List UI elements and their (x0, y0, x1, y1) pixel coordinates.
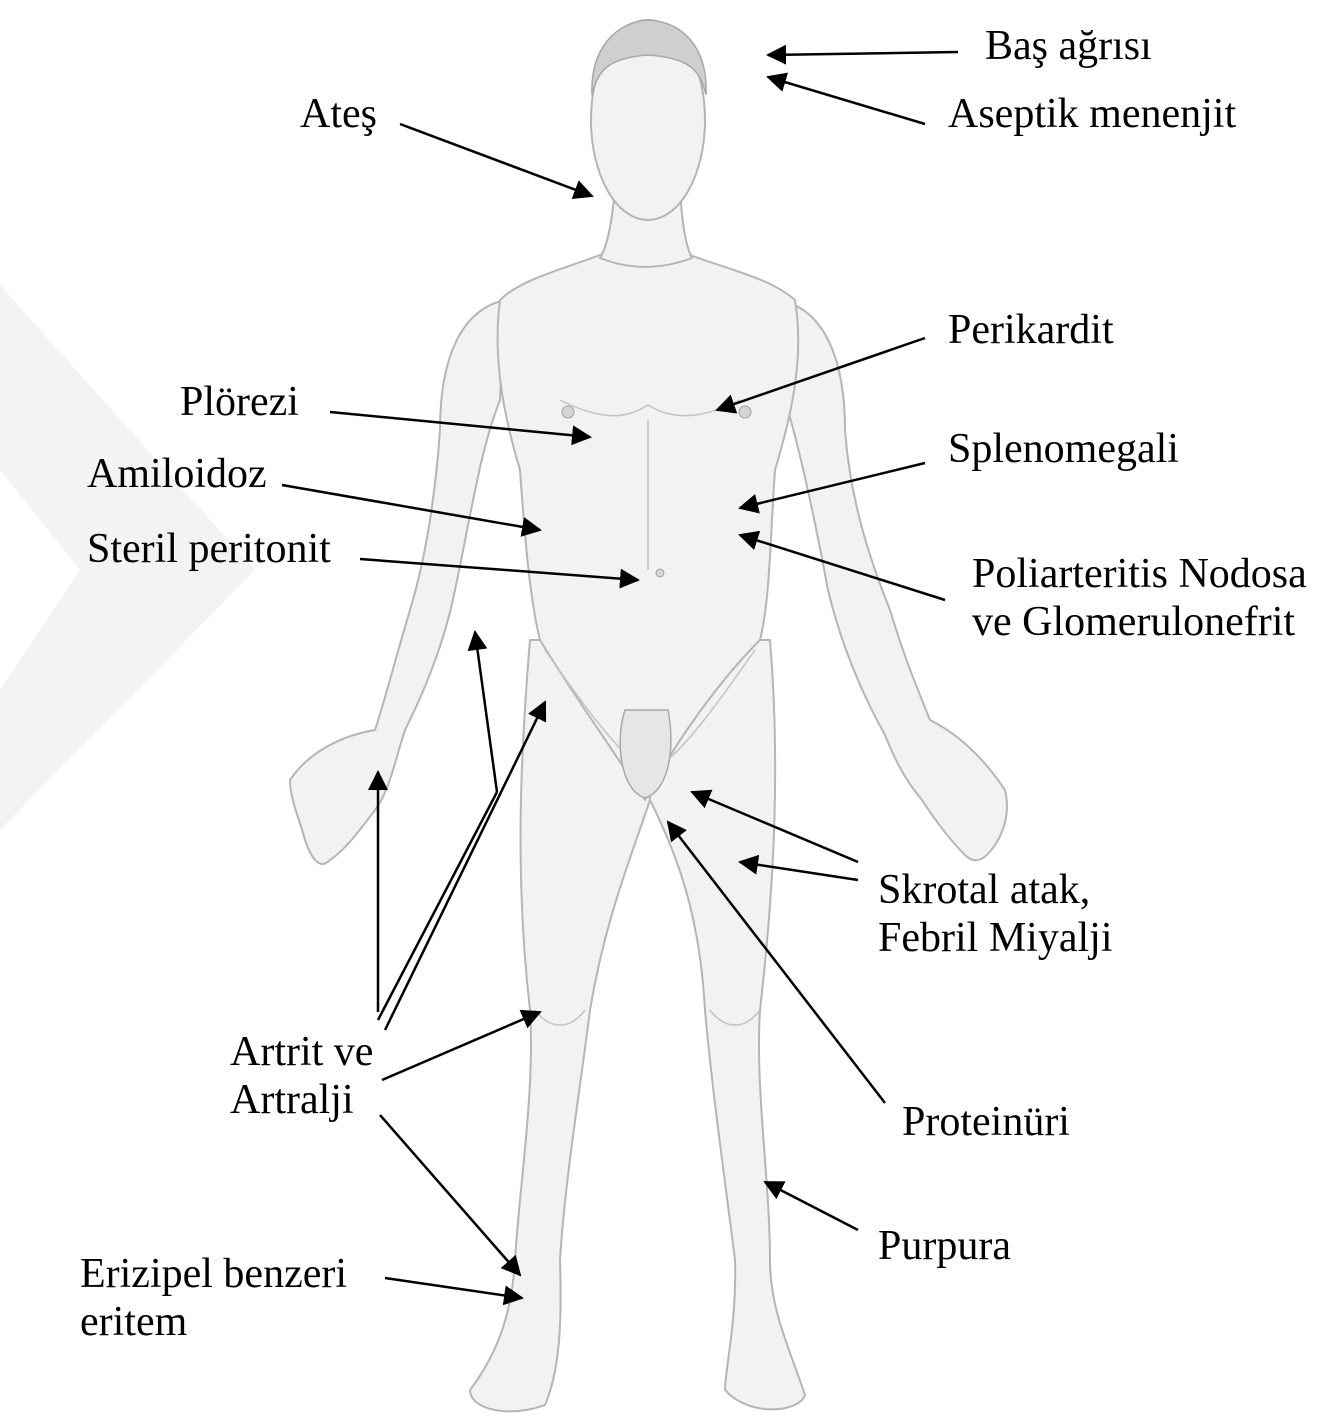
label-amiloidoz: Amiloidoz (87, 450, 267, 498)
label-poliarteritis: Poliarteritis Nodosa ve Glomerulonefrit (972, 550, 1307, 646)
label-artrit-line1: Artrit ve (230, 1028, 373, 1076)
arrow-artrit-knee (382, 1012, 540, 1080)
arrow-ates (400, 124, 592, 196)
label-ates: Ateş (300, 90, 377, 138)
label-skrotal: Skrotal atak, Febril Miyalji (878, 866, 1113, 962)
label-proteinuri: Proteinüri (902, 1098, 1070, 1146)
arrow-perikardit (717, 338, 925, 410)
label-skrotal-line1: Skrotal atak, (878, 866, 1113, 914)
arrow-bas-agrisi (768, 52, 958, 55)
label-aseptik-menenjit: Aseptik menenjit (948, 90, 1236, 138)
arrow-poliarteritis (740, 535, 945, 600)
arrow-purpura (765, 1182, 858, 1230)
label-steril-peritonit: Steril peritonit (87, 525, 331, 573)
arrow-artrit-wrist (475, 632, 497, 792)
arrow-proteinuri (668, 822, 885, 1103)
arrow-artrit-hip (385, 702, 545, 1030)
label-poliarteritis-line1: Poliarteritis Nodosa (972, 550, 1307, 598)
arrow-skrotal-1 (692, 792, 858, 862)
label-artrit: Artrit ve Artralji (230, 1028, 373, 1124)
label-plorezi: Plörezi (180, 378, 299, 426)
label-bas-agrisi: Baş ağrısı (985, 22, 1152, 70)
arrow-plorezi (330, 412, 590, 437)
arrow-splenomegali (740, 463, 925, 508)
label-erizipel-line1: Erizipel benzeri (80, 1250, 347, 1298)
arrow-steril-peritonit (360, 559, 638, 580)
label-erizipel: Erizipel benzeri eritem (80, 1250, 347, 1346)
label-erizipel-line2: eritem (80, 1298, 347, 1346)
label-splenomegali: Splenomegali (948, 425, 1179, 473)
label-poliarteritis-line2: ve Glomerulonefrit (972, 598, 1307, 646)
arrow-erizipel (385, 1278, 522, 1298)
arrow-amiloidoz (282, 485, 540, 530)
artrit-connector (378, 792, 497, 1020)
label-skrotal-line2: Febril Miyalji (878, 914, 1113, 962)
arrow-artrit-ankle (380, 1115, 520, 1275)
arrow-aseptik-menenjit (768, 77, 925, 124)
arrow-skrotal-2 (740, 862, 858, 880)
label-purpura: Purpura (878, 1222, 1011, 1270)
label-perikardit: Perikardit (948, 306, 1114, 354)
label-artrit-line2: Artralji (230, 1076, 373, 1124)
